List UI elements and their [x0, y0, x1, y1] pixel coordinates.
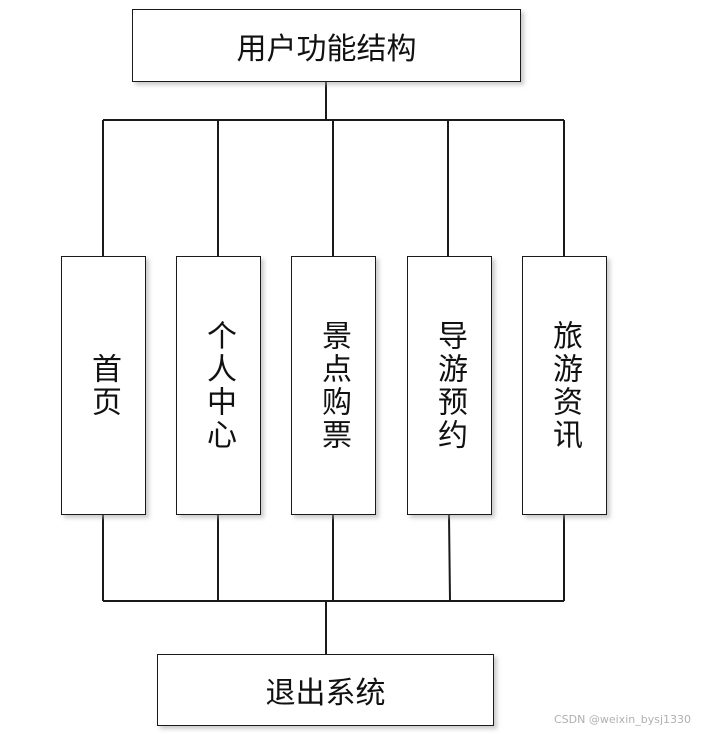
- module-node-label: 旅游资讯: [547, 319, 582, 452]
- module-node-label: 个人中心: [201, 319, 236, 452]
- module-node-label: 景点购票: [316, 319, 351, 452]
- module-node-news: 旅游资讯: [522, 256, 607, 515]
- rise-line-4: [448, 514, 451, 602]
- exit-node-label: 退出系统: [265, 676, 386, 711]
- module-node-home: 首页: [61, 256, 146, 515]
- module-node-tickets: 景点购票: [291, 256, 376, 515]
- module-node-label: 导游预约: [432, 319, 467, 452]
- module-node-label: 首页: [86, 352, 121, 419]
- csdn-watermark: CSDN @weixin_bysj1330: [554, 713, 691, 726]
- root-node: 用户功能结构: [132, 9, 521, 82]
- exit-node: 退出系统: [157, 654, 494, 726]
- root-node-label: 用户功能结构: [236, 31, 417, 67]
- module-node-guide: 导游预约: [407, 256, 492, 515]
- module-node-profile: 个人中心: [176, 256, 261, 515]
